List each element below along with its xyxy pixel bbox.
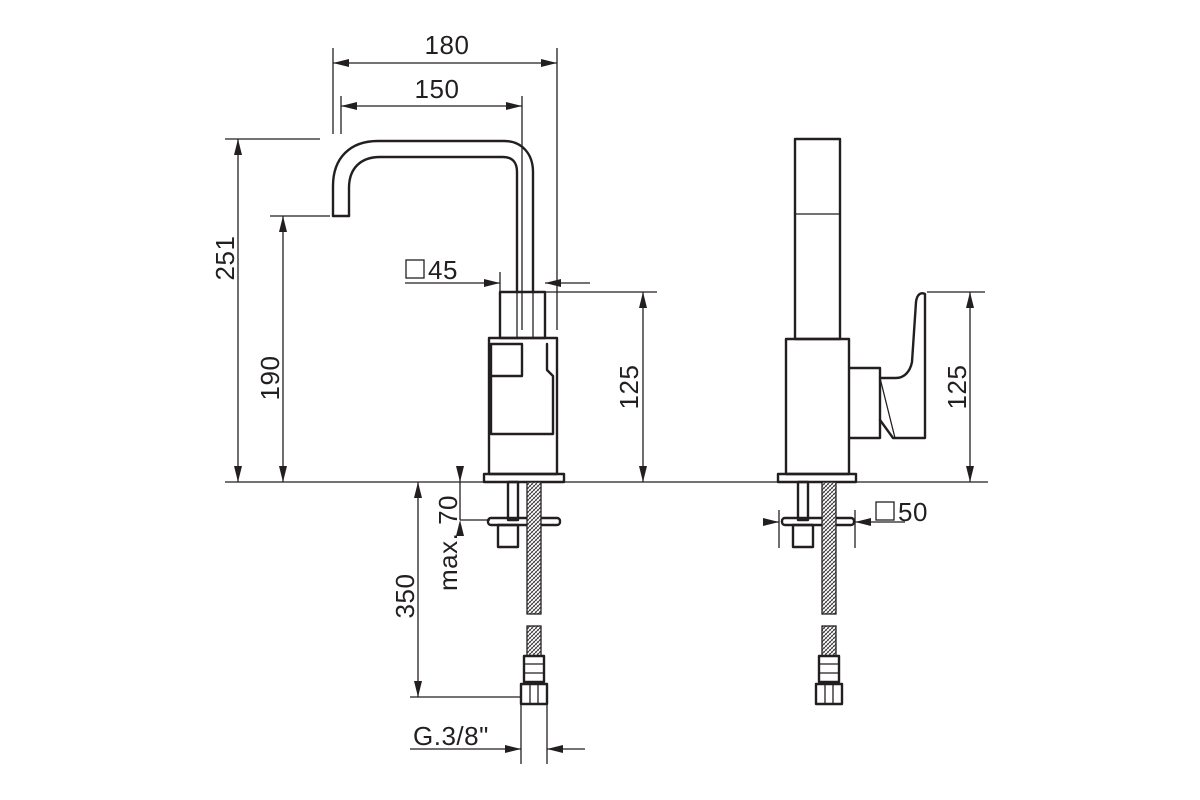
dimension-label-190: 190 [255, 356, 285, 401]
side-hose-nut [814, 682, 844, 706]
dimension-label-125-front: 125 [614, 365, 644, 410]
flex-hose-lower [526, 625, 542, 657]
side-view [776, 137, 927, 706]
side-handle-cartridge [847, 366, 882, 440]
mounting-nut [496, 523, 520, 549]
dimension-hose-length: 350 [390, 482, 521, 698]
body-recess [489, 342, 555, 436]
dimension-max-counter-thickness: max. 70 [433, 466, 490, 591]
dimension-body-square: 45 [405, 255, 590, 292]
dimension-label-251: 251 [210, 236, 240, 281]
dimension-label-180: 180 [425, 30, 470, 60]
dimension-spout-height: 190 [255, 215, 330, 482]
dimension-label-max-70: max. 70 [433, 495, 463, 591]
dimension-label-125-side: 125 [942, 365, 972, 410]
base-plate [482, 472, 566, 484]
side-lever-handle [878, 292, 927, 440]
mounting-washer [486, 516, 562, 527]
dimension-label-45: 45 [428, 255, 458, 285]
side-body [784, 337, 851, 476]
dimension-label-150: 150 [415, 74, 460, 104]
spout [331, 139, 535, 294]
side-mounting-stud [796, 480, 810, 522]
dimension-thread: G.3/8" [410, 704, 585, 764]
side-flex-hose-lower [821, 625, 837, 657]
dimension-label-350: 350 [390, 574, 420, 619]
flex-hose-upper [526, 481, 542, 615]
side-spout-column [793, 137, 842, 341]
front-view [331, 139, 566, 706]
side-flex-hose-upper [821, 481, 837, 615]
dimension-label-50: 50 [898, 497, 928, 527]
dimension-label-thread: G.3/8" [413, 721, 489, 751]
side-base-plate [776, 472, 858, 484]
dimension-total-height: 251 [210, 138, 320, 482]
mounting-stud [506, 480, 520, 522]
side-hose-ferrule [817, 654, 841, 684]
side-mounting-nut [791, 523, 815, 549]
dimension-body-height-front: 125 [545, 291, 657, 482]
dimension-body-height-side: 125 [927, 291, 985, 482]
hose-nut [519, 682, 549, 706]
dimension-spout-reach: 150 [340, 74, 523, 330]
hose-ferrule [522, 654, 546, 684]
spout-inner [347, 155, 519, 294]
side-mounting-washer [780, 516, 856, 527]
dimension-base-square: 50 [763, 497, 928, 548]
